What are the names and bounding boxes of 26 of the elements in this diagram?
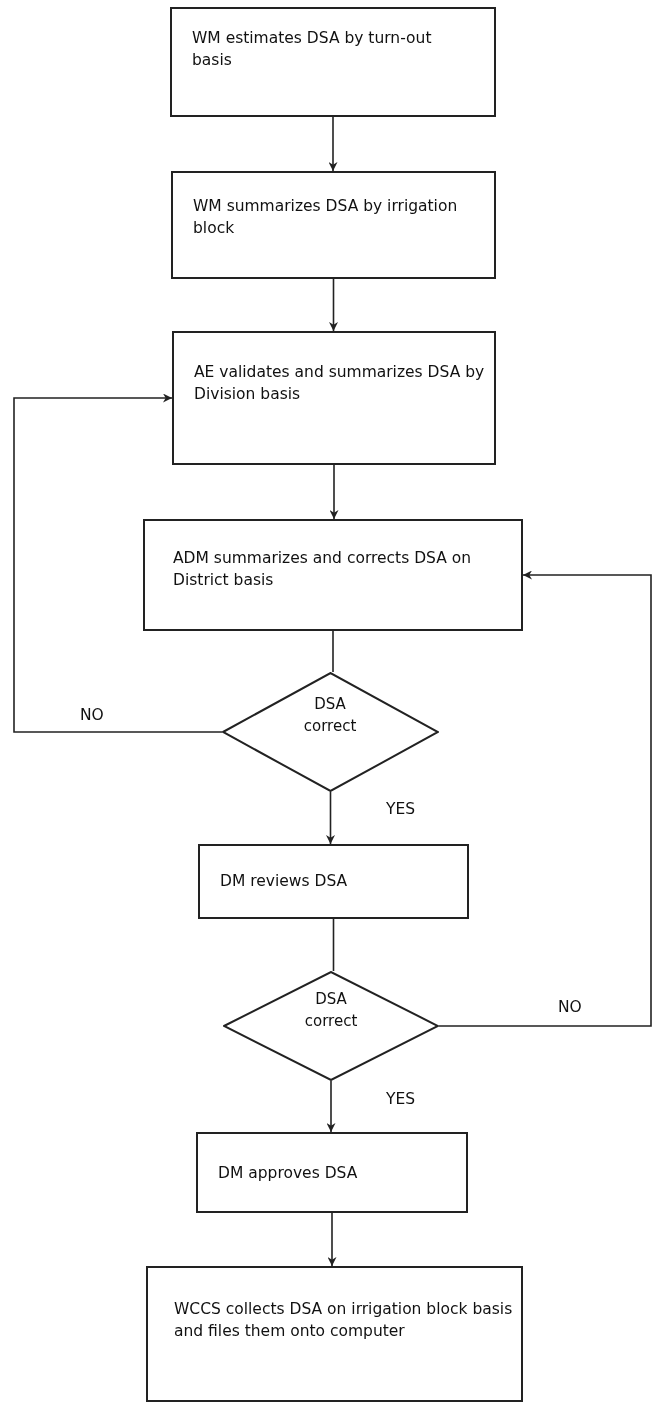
step-text: AE validates and summarizes DSA by Division basis	[194, 362, 486, 406]
arrow	[438, 570, 652, 1027]
decision-diamond	[223, 971, 439, 1081]
decision-text: DSA correct	[303, 989, 359, 1032]
process-box	[198, 844, 469, 919]
step-text: ADM summarizes and corrects DSA on District basis	[173, 548, 473, 592]
step-text: WM estimates DSA by turn-out basis	[192, 28, 433, 72]
arrow	[328, 116, 338, 172]
step-text: DM reviews DSA	[220, 871, 349, 892]
step-text: WCCS collects DSA on irrigation block basis and files them onto computer	[174, 1299, 514, 1343]
step-text: DM approves DSA	[218, 1163, 359, 1184]
decision-diamond	[222, 672, 439, 792]
arrow	[329, 464, 339, 520]
process-box	[170, 7, 496, 117]
arrow	[13, 393, 223, 733]
step-text: WM summarizes DSA by irrigation block	[193, 196, 459, 240]
arrow	[329, 278, 338, 332]
process-box	[172, 331, 496, 465]
decision-text: DSA correct	[302, 694, 358, 737]
process-box	[171, 171, 496, 279]
process-box	[196, 1132, 468, 1213]
arrow	[326, 791, 335, 845]
process-box	[143, 519, 523, 631]
process-box	[146, 1266, 523, 1402]
arrow	[327, 1212, 337, 1267]
arrow	[326, 1080, 336, 1133]
